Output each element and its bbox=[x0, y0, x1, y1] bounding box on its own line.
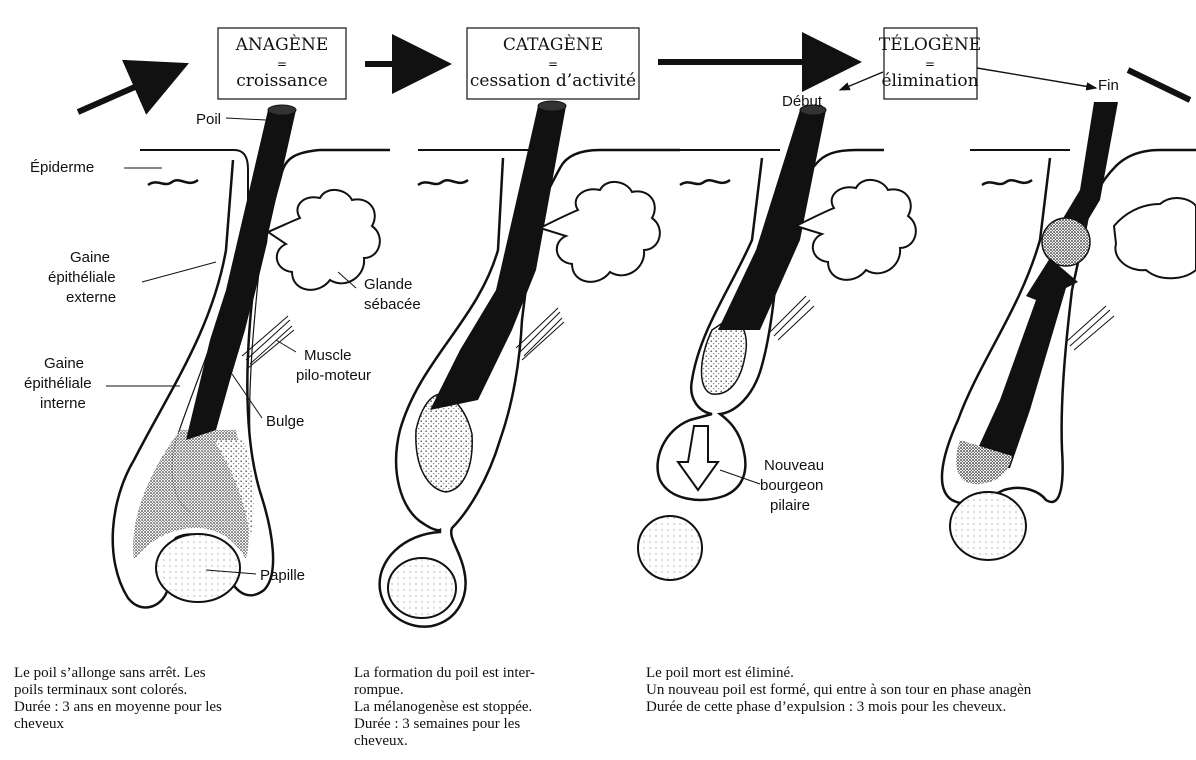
follicle-telogen-start: Nouveau bourgeon pilaire bbox=[638, 105, 916, 580]
caption-catagene: La formation du poil est inter- rompue. … bbox=[354, 665, 535, 750]
label-gaine-int-3: interne bbox=[40, 395, 86, 412]
phase-box-catagene: CATAGÈNE = cessation d’activité bbox=[467, 28, 639, 99]
caption-catagene-line: rompue. bbox=[354, 682, 535, 699]
label-fin: Fin bbox=[1098, 77, 1119, 94]
label-gaine-ext-2: épithéliale bbox=[48, 269, 116, 286]
label-bulge: Bulge bbox=[266, 413, 304, 430]
phase-telogene-desc: élimination bbox=[881, 71, 978, 91]
caption-catagene-line: La mélanogenèse est stoppée. bbox=[354, 699, 535, 716]
caption-telogene: Le poil mort est éliminé. Un nouveau poi… bbox=[646, 665, 1031, 716]
label-glande-1: Glande bbox=[364, 276, 412, 293]
caption-telogene-line: Un nouveau poil est formé, qui entre à s… bbox=[646, 682, 1031, 699]
debut-arrow bbox=[840, 72, 883, 90]
phase-catagene-eq: = bbox=[548, 57, 558, 71]
fin-arrow bbox=[977, 68, 1096, 88]
label-bourgeon-3: pilaire bbox=[770, 497, 810, 514]
phase-catagene-desc: cessation d’activité bbox=[470, 71, 636, 91]
caption-anagene-line: cheveux bbox=[14, 716, 222, 733]
flow-arrow-out bbox=[1128, 70, 1190, 100]
caption-telogene-line: Durée de cette phase d’expulsion : 3 moi… bbox=[646, 699, 1031, 716]
label-poil: Poil bbox=[196, 111, 221, 128]
phase-anagene-eq: = bbox=[277, 57, 287, 71]
phase-telogene-title: TÉLOGÈNE bbox=[879, 34, 981, 55]
phase-anagene-desc: croissance bbox=[236, 71, 327, 91]
phase-box-anagene: ANAGÈNE = croissance bbox=[218, 28, 346, 99]
label-gaine-int-2: épithéliale bbox=[24, 375, 92, 392]
phase-box-telogene: TÉLOGÈNE = élimination bbox=[879, 28, 981, 99]
phase-telogene-eq: = bbox=[925, 57, 935, 71]
caption-catagene-line: La formation du poil est inter- bbox=[354, 665, 535, 682]
label-bourgeon-1: Nouveau bbox=[764, 457, 824, 474]
caption-catagene-line: cheveux. bbox=[354, 733, 535, 750]
label-epiderme: Épiderme bbox=[30, 159, 94, 176]
caption-anagene-line: Durée : 3 ans en moyenne pour les bbox=[14, 699, 222, 716]
caption-telogene-line: Le poil mort est éliminé. bbox=[646, 665, 1031, 682]
flow-arrow-in bbox=[78, 68, 178, 112]
label-gaine-ext-1: Gaine bbox=[70, 249, 110, 266]
label-papille: Papille bbox=[260, 567, 305, 584]
caption-catagene-line: Durée : 3 semaines pour les bbox=[354, 716, 535, 733]
label-bourgeon-2: bourgeon bbox=[760, 477, 823, 494]
follicle-catagen bbox=[380, 101, 680, 627]
label-gaine-int-1: Gaine bbox=[44, 355, 84, 372]
caption-anagene-line: Le poil s’allonge sans arrêt. Les bbox=[14, 665, 222, 682]
label-muscle-2: pilo-moteur bbox=[296, 367, 371, 384]
follicle-telogen-end bbox=[942, 102, 1196, 560]
phase-catagene-title: CATAGÈNE bbox=[503, 34, 603, 55]
phase-anagene-title: ANAGÈNE bbox=[235, 34, 329, 55]
label-muscle-1: Muscle bbox=[304, 347, 352, 364]
caption-anagene: Le poil s’allonge sans arrêt. Les poils … bbox=[14, 665, 222, 733]
label-glande-2: sébacée bbox=[364, 296, 421, 313]
label-gaine-ext-3: externe bbox=[66, 289, 116, 306]
caption-anagene-line: poils terminaux sont colorés. bbox=[14, 682, 222, 699]
